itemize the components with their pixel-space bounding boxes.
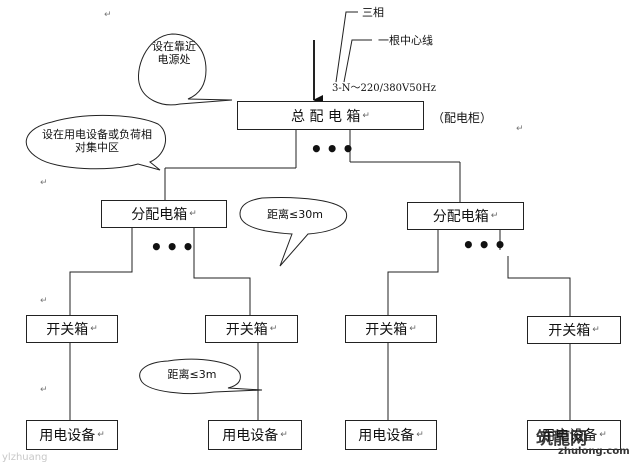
paragraph-mark: ↵ xyxy=(104,10,112,20)
paragraph-mark: ↵ xyxy=(40,178,48,188)
callout-bubble-load-center xyxy=(25,114,166,171)
distribution-box-label: 分配电箱 xyxy=(131,207,188,223)
distribution-box-label: 分配电箱 xyxy=(432,209,489,225)
dist2-to-switch3-line xyxy=(387,230,439,315)
watermark-url: zhulong.com xyxy=(558,446,630,457)
paragraph-mark: ↵ xyxy=(362,110,370,121)
paragraph-mark: ↵ xyxy=(516,124,524,134)
main-distribution-box: 总 配 电 箱↵ xyxy=(237,101,424,130)
dist2-to-switch4-line xyxy=(507,256,571,316)
ellipsis-main: ••• xyxy=(310,137,358,161)
callout-bubble-distance-3 xyxy=(139,358,263,395)
neutral-leader-line xyxy=(343,39,372,83)
ellipsis-dist2: ••• xyxy=(462,233,510,257)
callout-bubble-near-source xyxy=(138,33,233,106)
callout-distance-30-text: 距离≤30m xyxy=(267,208,323,221)
switch-box-4: 开关箱↵ xyxy=(527,316,621,344)
dist1-to-switch1-line xyxy=(69,228,133,315)
callout-distance-3-text: 距离≤3m xyxy=(167,368,217,381)
callout-near-source-text: 设在靠近电源处 xyxy=(152,40,196,66)
dist1-to-switch2-line xyxy=(193,228,251,315)
equipment-box-1: 用电设备↵ xyxy=(26,420,118,450)
distribution-box-2: 分配电箱↵ xyxy=(407,202,524,230)
paragraph-mark: ↵ xyxy=(40,385,48,395)
watermark-corner: ylzhuang xyxy=(2,452,48,463)
distribution-box-1: 分配电箱↵ xyxy=(101,200,227,228)
neutral-label: 一根中心线 xyxy=(378,34,433,47)
switch-box-1: 开关箱↵ xyxy=(26,315,118,343)
voltage-label: 3-N～220/380V50Hz xyxy=(332,83,436,94)
switch-box-3: 开关箱↵ xyxy=(345,315,437,343)
ellipsis-dist1: ••• xyxy=(150,235,198,259)
main-box-label: 总 配 电 箱 xyxy=(291,108,361,125)
equipment-box-3: 用电设备↵ xyxy=(345,420,437,450)
equipment-box-2: 用电设备↵ xyxy=(208,420,302,450)
phase-label: 三相 xyxy=(362,6,384,19)
switch-box-2: 开关箱↵ xyxy=(205,315,298,343)
paragraph-mark: ↵ xyxy=(426,40,434,50)
callout-load-center-text: 设在用电设备或负荷相对集中区 xyxy=(42,128,152,154)
callout-bubble-distance-30 xyxy=(239,197,348,267)
main-box-side-label: （配电柜） xyxy=(432,111,493,125)
phase-leader-line xyxy=(335,11,358,83)
watermark-brand: 筑龍网 xyxy=(536,429,587,449)
equipment-box-4: 用电设备↵ xyxy=(527,420,621,450)
paragraph-mark: ↵ xyxy=(40,296,48,306)
